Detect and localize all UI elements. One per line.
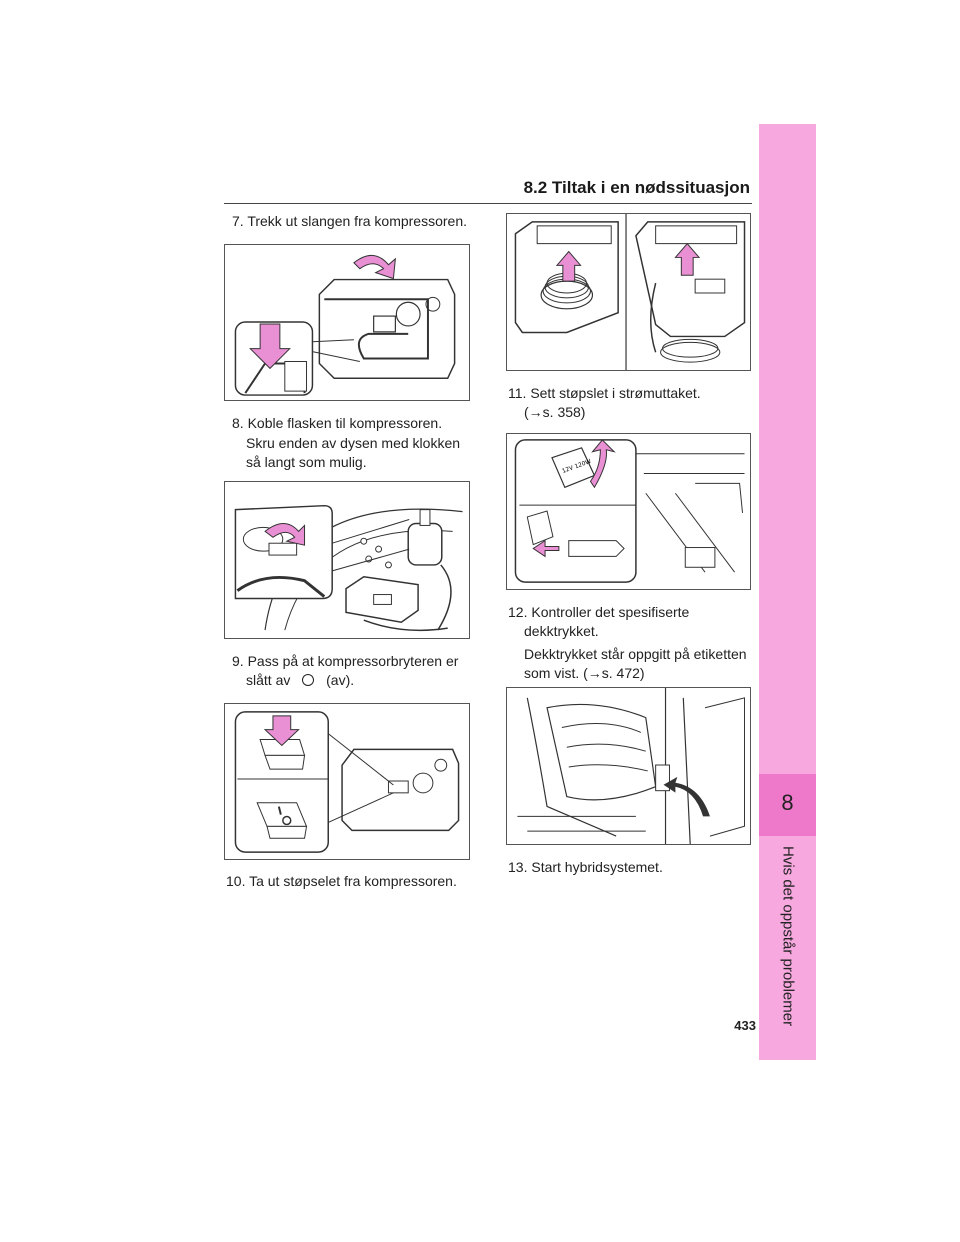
chapter-number-box — [759, 774, 816, 836]
figure-tire-label-location — [506, 687, 751, 845]
section-title: 8.2 Tiltak i en nødssituasjon — [523, 178, 750, 197]
step-8: 8. Koble flasken til kompressoren. — [232, 415, 443, 431]
step-9-line1: 9. Pass på at kompressorbryteren er — [232, 653, 459, 669]
step-8-sub: Skru enden av dysen med klokken så langt… — [246, 435, 461, 470]
chapter-title: Hvis det oppstår problemer — [779, 846, 797, 1027]
figure-pull-hose — [224, 244, 470, 401]
step-12-line2: dekktrykket. — [524, 623, 599, 639]
figure-unplug-cord — [506, 213, 751, 371]
step-10: 10. Ta ut støpselet fra kompressoren. — [226, 873, 457, 889]
page-number: 433 — [734, 1018, 756, 1033]
chapter-side-tab — [759, 124, 816, 1060]
step-11-line1: 11. Sett støpslet i strømuttaket. — [508, 385, 701, 401]
step-12-line1: 12. Kontroller det spesifiserte — [508, 604, 690, 620]
chapter-number: 8 — [781, 790, 794, 815]
figure-switch-off — [224, 703, 470, 860]
step-7: 7. Trekk ut slangen fra kompressoren. — [232, 213, 467, 229]
step-12-sub2: som vist. (→s. 472) — [524, 665, 645, 681]
title-divider — [224, 203, 752, 204]
step-13: 13. Start hybridsystemet. — [508, 859, 663, 875]
step-9-text-a: slått av — [246, 672, 291, 688]
step-12-sub1: Dekktrykket står oppgitt på etiketten — [524, 646, 747, 662]
figure-connect-bottle — [224, 481, 470, 639]
step-11-line2: (→s. 358) — [524, 404, 586, 420]
step-9-text-b: (av). — [326, 672, 355, 688]
step-9-line2: slått av (av). — [246, 671, 354, 690]
off-symbol-icon — [302, 674, 315, 686]
figure-plug-socket: 12V 120W — [506, 433, 751, 590]
